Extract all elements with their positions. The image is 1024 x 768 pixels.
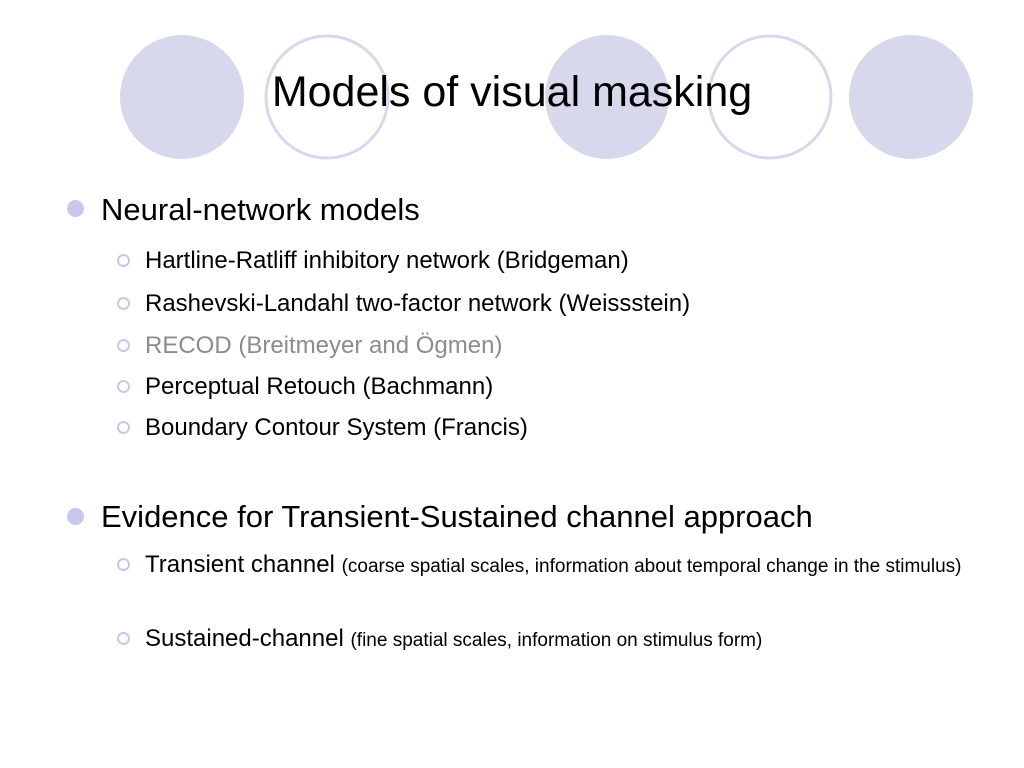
list-item: Sustained-channel (fine spatial scales, …	[145, 623, 762, 657]
decorative-filled-circle	[545, 35, 669, 159]
slide-title: Models of visual masking	[271, 68, 753, 116]
section-heading: Evidence for Transient-Sustained channel…	[101, 499, 813, 534]
list-item-text: Transient channel	[145, 551, 335, 578]
hollow-circle-bullet-icon	[117, 421, 130, 434]
list-item-text: Sustained-channel	[145, 625, 344, 652]
decorative-filled-circle	[120, 35, 244, 159]
hollow-circle-bullet-icon	[117, 380, 130, 393]
hollow-circle-bullet-icon	[117, 297, 130, 310]
decorative-filled-circle	[849, 35, 973, 159]
list-item: Transient channel (coarse spatial scales…	[145, 549, 975, 583]
hollow-circle-bullet-icon	[117, 339, 130, 352]
hollow-circle-bullet-icon	[117, 254, 130, 267]
section-heading: Neural-network models	[101, 192, 420, 227]
list-item: Perceptual Retouch (Bachmann)	[145, 373, 494, 400]
list-item-note: (coarse spatial scales, information abou…	[341, 556, 962, 577]
decorative-circles	[120, 34, 973, 160]
hollow-circle-bullet-icon	[117, 558, 130, 571]
hollow-circle-bullet-icon	[117, 632, 130, 645]
list-item: Boundary Contour System (Francis)	[145, 414, 528, 441]
decorative-outline-circle	[707, 34, 833, 160]
decorative-outline-circle	[264, 34, 390, 160]
list-item: Hartline-Ratliff inhibitory network (Bri…	[145, 247, 629, 274]
filled-circle-bullet-icon	[67, 200, 84, 217]
list-item-note: (fine spatial scales, information on sti…	[350, 630, 763, 651]
filled-circle-bullet-icon	[67, 508, 84, 525]
list-item: Rashevski-Landahl two-factor network (We…	[145, 290, 691, 317]
list-item-dimmed: RECOD (Breitmeyer and Ögmen)	[145, 332, 503, 359]
